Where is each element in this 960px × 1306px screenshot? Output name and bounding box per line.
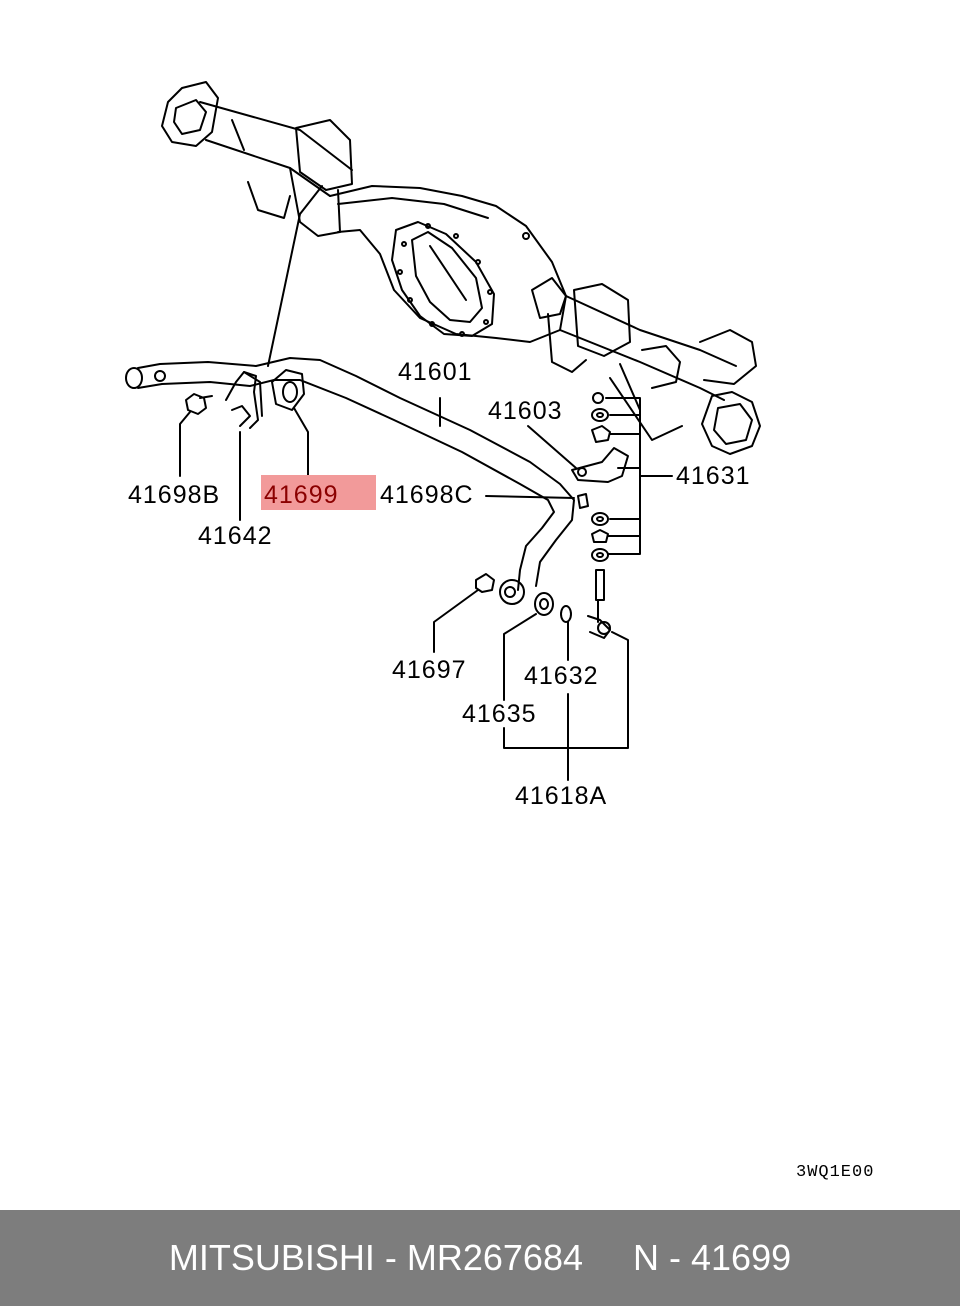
part-label-41698c[interactable]: 41698C <box>380 481 474 509</box>
part-label-41698b[interactable]: 41698B <box>128 481 221 509</box>
link-41618a <box>587 569 611 639</box>
part-label-41635[interactable]: 41635 <box>462 700 537 728</box>
part-label-41632[interactable]: 41632 <box>524 662 599 690</box>
bushing-41635 <box>534 592 554 616</box>
stabilizer-bar <box>125 357 575 605</box>
part-label-41601[interactable]: 41601 <box>398 358 473 386</box>
axle-stabilizer-diagram <box>125 81 761 781</box>
part-label-41603[interactable]: 41603 <box>488 397 563 425</box>
bushing-41699 <box>271 369 305 411</box>
drawing-code: 3WQ1E00 <box>796 1163 875 1182</box>
part-label-41618a[interactable]: 41618A <box>515 782 608 810</box>
part-label-41697[interactable]: 41697 <box>392 656 467 684</box>
highlight-box <box>261 475 376 510</box>
bolt-41698c <box>577 493 589 509</box>
rear-axle-housing <box>161 81 761 455</box>
ring-41632 <box>560 605 572 623</box>
footer-bar: MITSUBISHI - MR267684 N - 41699 <box>0 1210 960 1306</box>
clamp-41642 <box>225 371 263 429</box>
part-label-41642[interactable]: 41642 <box>198 522 273 550</box>
bracket-41603 <box>571 447 629 483</box>
part-label-41699[interactable]: 41699 <box>264 481 339 509</box>
bolt-41698b <box>185 393 213 415</box>
part-label-41631[interactable]: 41631 <box>676 462 751 490</box>
leader-lines <box>179 185 673 781</box>
footer-text: MITSUBISHI - MR267684 N - 41699 <box>168 1237 792 1278</box>
nut-41697 <box>475 573 495 593</box>
